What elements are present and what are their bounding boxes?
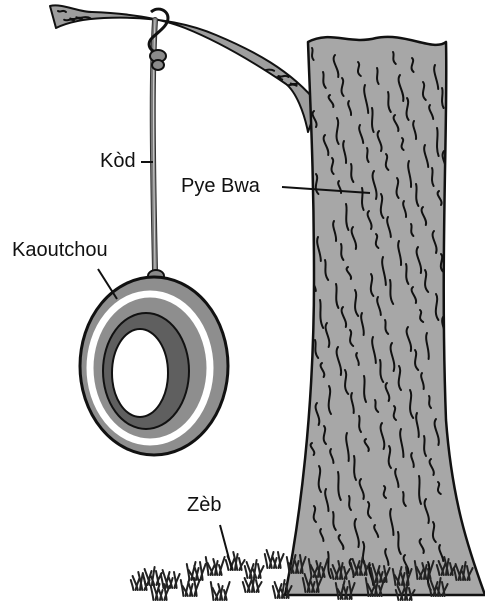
bark-stroke xyxy=(95,23,105,24)
bark-stroke xyxy=(113,30,129,31)
tire xyxy=(80,277,228,455)
tire-label: Kaoutchou xyxy=(12,240,108,260)
bark-stroke xyxy=(168,48,182,49)
bark-stroke xyxy=(223,67,235,68)
grass-blade xyxy=(143,573,146,585)
grass-blade xyxy=(151,586,154,600)
bark-stroke xyxy=(205,61,221,62)
bark-stroke xyxy=(107,31,121,32)
bark-stroke xyxy=(76,17,90,18)
bark-stroke xyxy=(230,66,244,67)
grass-blade xyxy=(245,566,248,578)
bark-stroke xyxy=(156,41,166,42)
bark-stroke xyxy=(446,214,449,242)
tree-trunk xyxy=(285,37,485,595)
bark-stroke xyxy=(58,11,66,12)
bark-stroke xyxy=(242,63,250,64)
bark-stroke xyxy=(162,50,174,51)
grass-blade xyxy=(161,574,164,588)
bark-stroke xyxy=(217,58,227,59)
grass-blade xyxy=(243,582,246,592)
bark-stroke xyxy=(279,76,289,77)
grass-blade xyxy=(131,580,134,590)
grass-blade xyxy=(226,560,229,570)
grass-label: Zèb xyxy=(187,495,221,515)
bark-stroke xyxy=(125,37,135,38)
bark-stroke xyxy=(138,35,152,36)
bark-stroke xyxy=(119,28,127,29)
bark-stroke xyxy=(236,65,252,66)
grass-blade xyxy=(265,554,268,568)
bark-stroke xyxy=(174,47,190,48)
grass-blade xyxy=(273,586,276,598)
bark-stroke xyxy=(260,70,274,71)
rope-label: Kòd xyxy=(100,151,136,171)
bark-stroke xyxy=(211,60,219,61)
bark-stroke xyxy=(199,52,213,53)
bark-stroke xyxy=(101,32,113,33)
bark-stroke xyxy=(181,46,189,47)
bark-stroke xyxy=(193,53,205,54)
tree-trunk-label: Pye Bwa xyxy=(181,176,260,196)
bark-stroke xyxy=(83,26,99,27)
bark-stroke xyxy=(187,55,197,56)
tree-branch xyxy=(50,5,318,132)
tire-pointer xyxy=(98,269,117,299)
bark-stroke xyxy=(248,72,258,73)
bark-stroke xyxy=(89,25,97,26)
swing-rope xyxy=(140,9,168,320)
bark-stroke xyxy=(254,71,266,72)
bark-stroke xyxy=(132,36,144,37)
